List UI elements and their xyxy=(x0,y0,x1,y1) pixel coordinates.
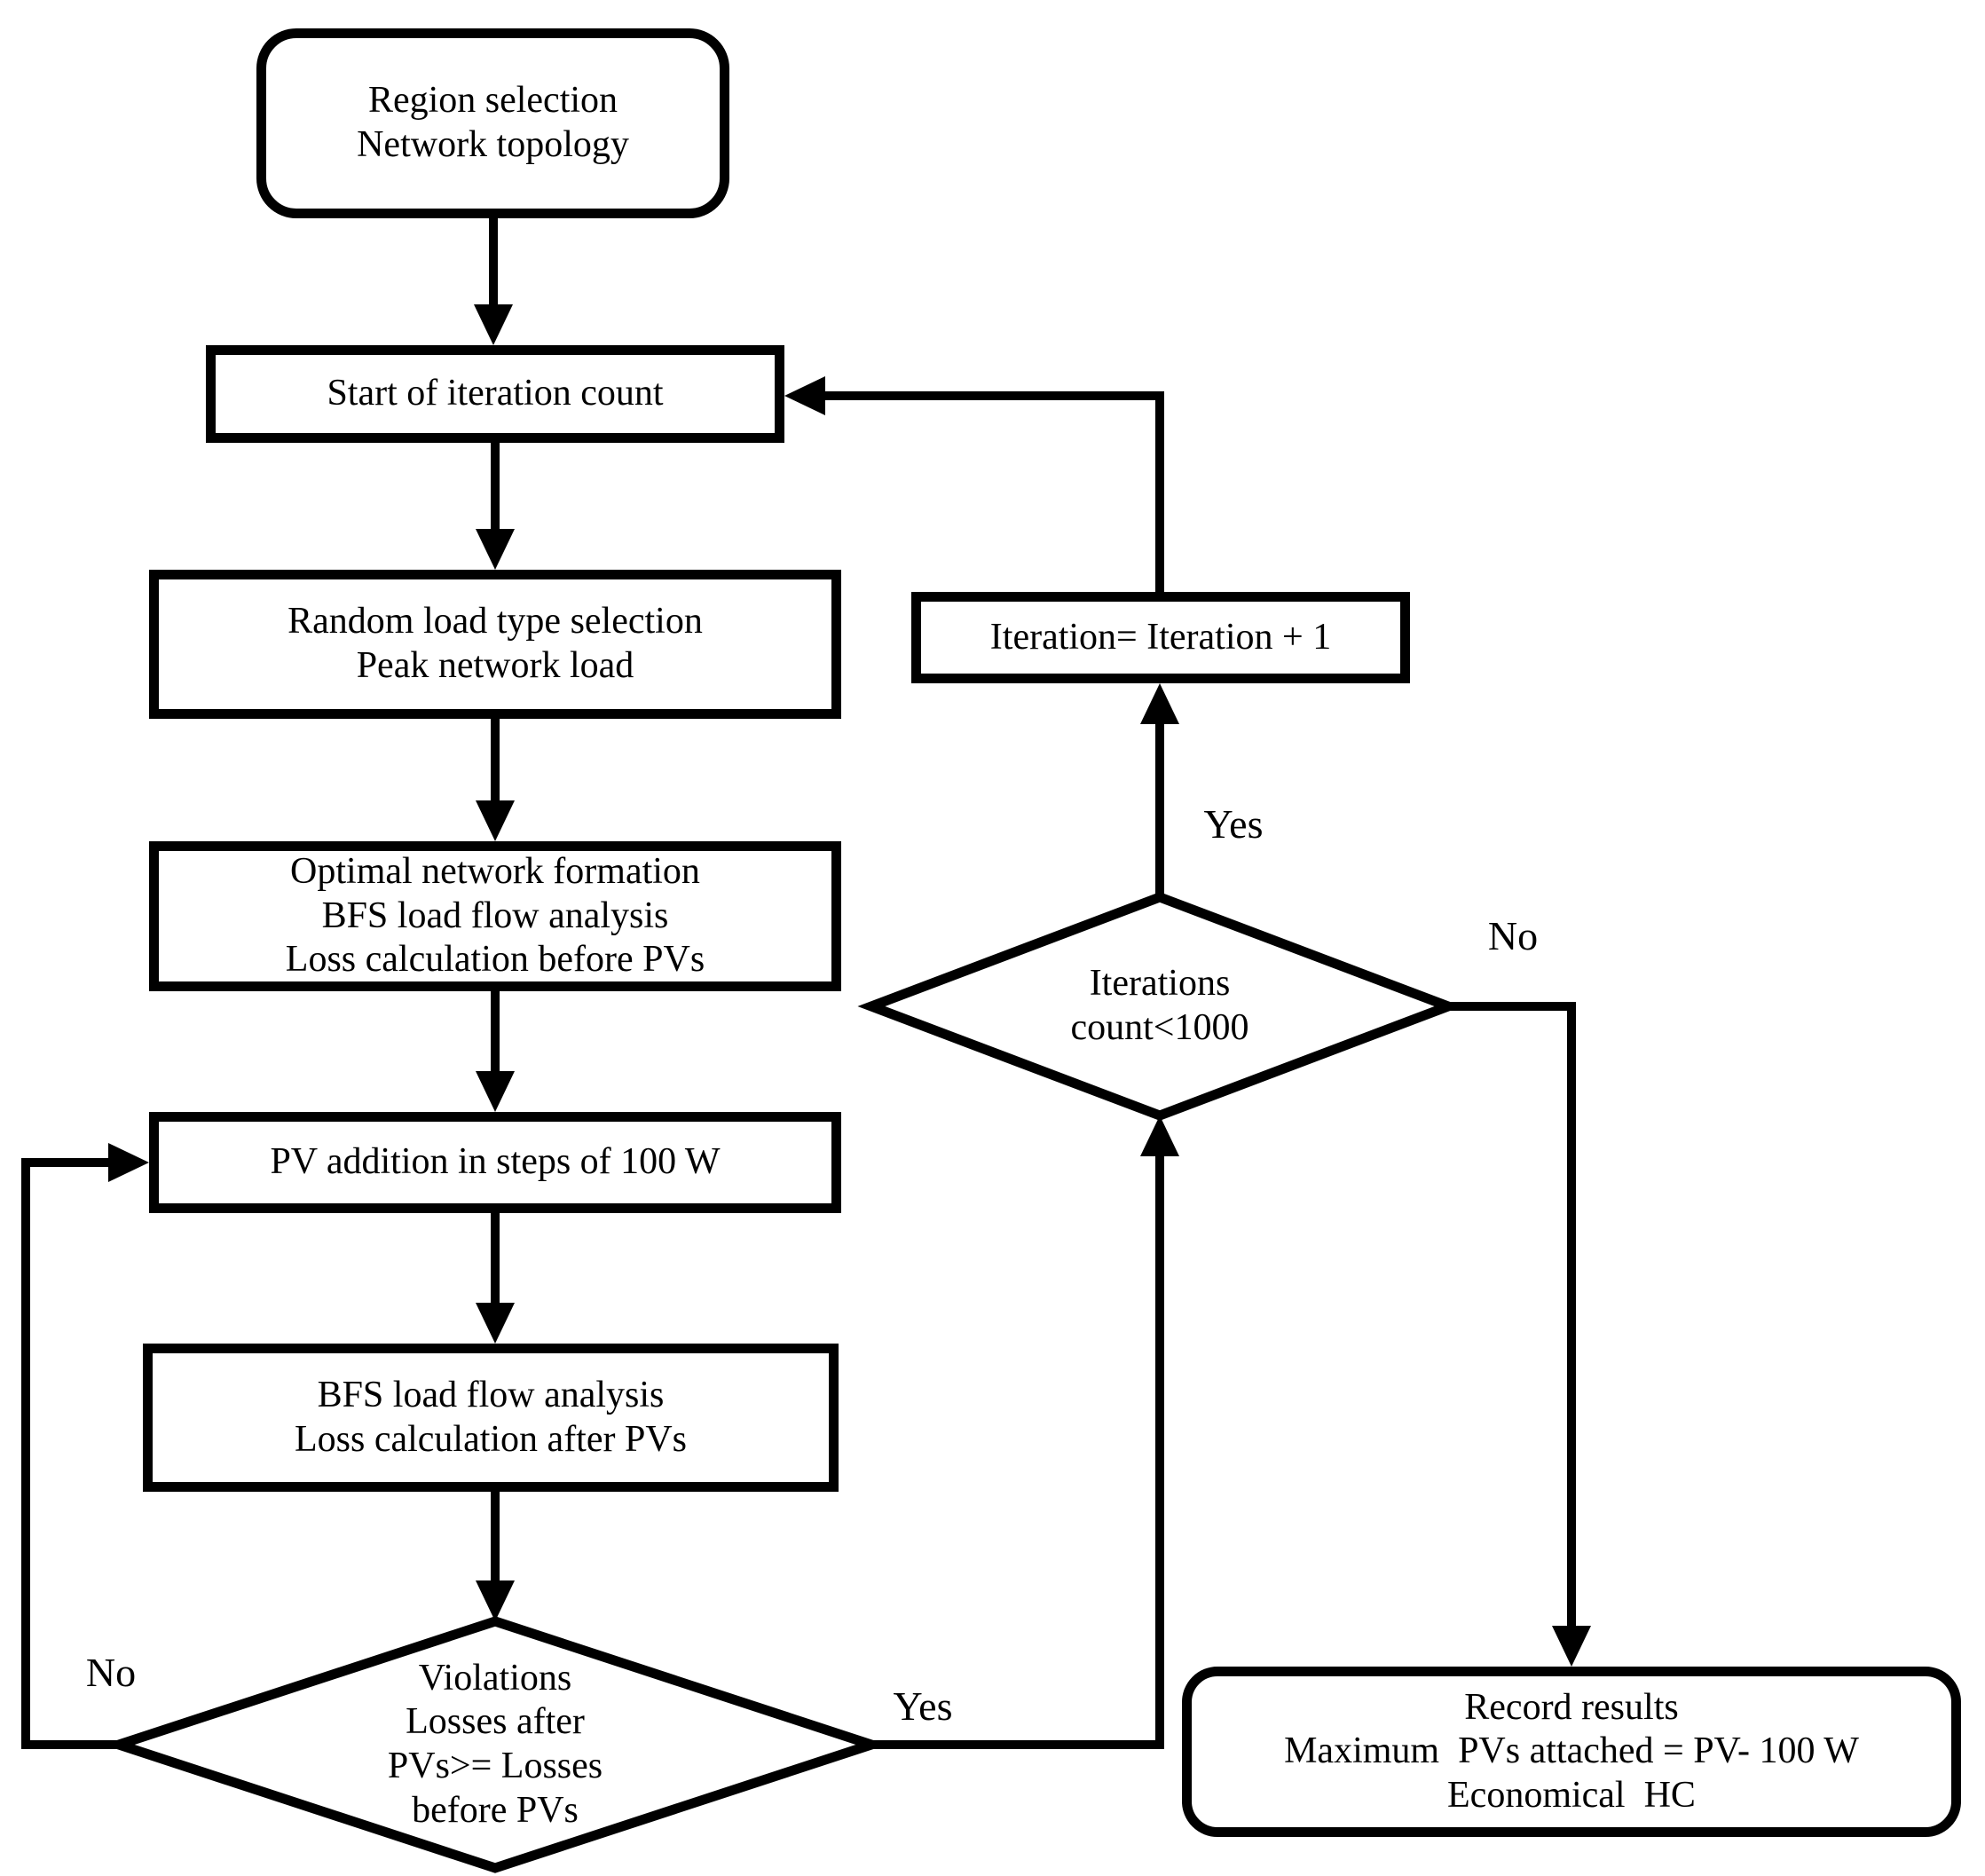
edge-iterations-no xyxy=(1448,1002,1576,1633)
arrowhead-into-bfs xyxy=(476,1303,515,1344)
edge-violations-no-loop xyxy=(21,1158,119,1749)
edge-violations-yes xyxy=(871,1153,1164,1749)
arrowhead-into-optimal xyxy=(476,800,515,841)
arrowhead-loop-into-pv xyxy=(108,1143,149,1182)
arrowhead-into-random xyxy=(476,529,515,570)
node-start-iteration-count: Start of iteration count xyxy=(206,345,784,443)
iterations-no-label: No xyxy=(1487,913,1539,958)
violations-yes-label: Yes xyxy=(893,1683,953,1729)
violations-diamond-shape xyxy=(103,1616,887,1873)
arrowhead-into-pv xyxy=(476,1071,515,1112)
arrowhead-into-increment xyxy=(1140,683,1179,724)
violations-no-label: No xyxy=(85,1650,137,1695)
arrowhead-into-start-right xyxy=(784,376,825,415)
node-increment-iteration: Iteration= Iteration + 1 xyxy=(911,592,1410,683)
arrowhead-into-record xyxy=(1552,1626,1591,1667)
node-optimal-network-formation: Optimal network formation BFS load flow … xyxy=(149,841,841,991)
node-random-load-selection: Random load type selection Peak network … xyxy=(149,570,841,719)
iterations-yes-label: Yes xyxy=(1203,801,1264,847)
arrowhead-into-start xyxy=(474,304,513,345)
iterations-decision-label: Iterations count<1000 xyxy=(1070,963,1249,1048)
node-bfs-after-pvs: BFS load flow analysis Loss calculation … xyxy=(143,1344,839,1492)
node-region-selection: Region selection Network topology xyxy=(256,28,729,218)
violations-decision-label: Violations Losses after PVs>= Losses bef… xyxy=(387,1657,603,1831)
edge-increment-to-start xyxy=(822,391,1164,592)
node-pv-addition: PV addition in steps of 100 W xyxy=(149,1112,841,1213)
arrowhead-into-iterations-bottom xyxy=(1140,1115,1179,1156)
node-record-results: Record results Maximum PVs attached = PV… xyxy=(1182,1667,1961,1837)
arrowhead-into-violations xyxy=(476,1580,515,1621)
